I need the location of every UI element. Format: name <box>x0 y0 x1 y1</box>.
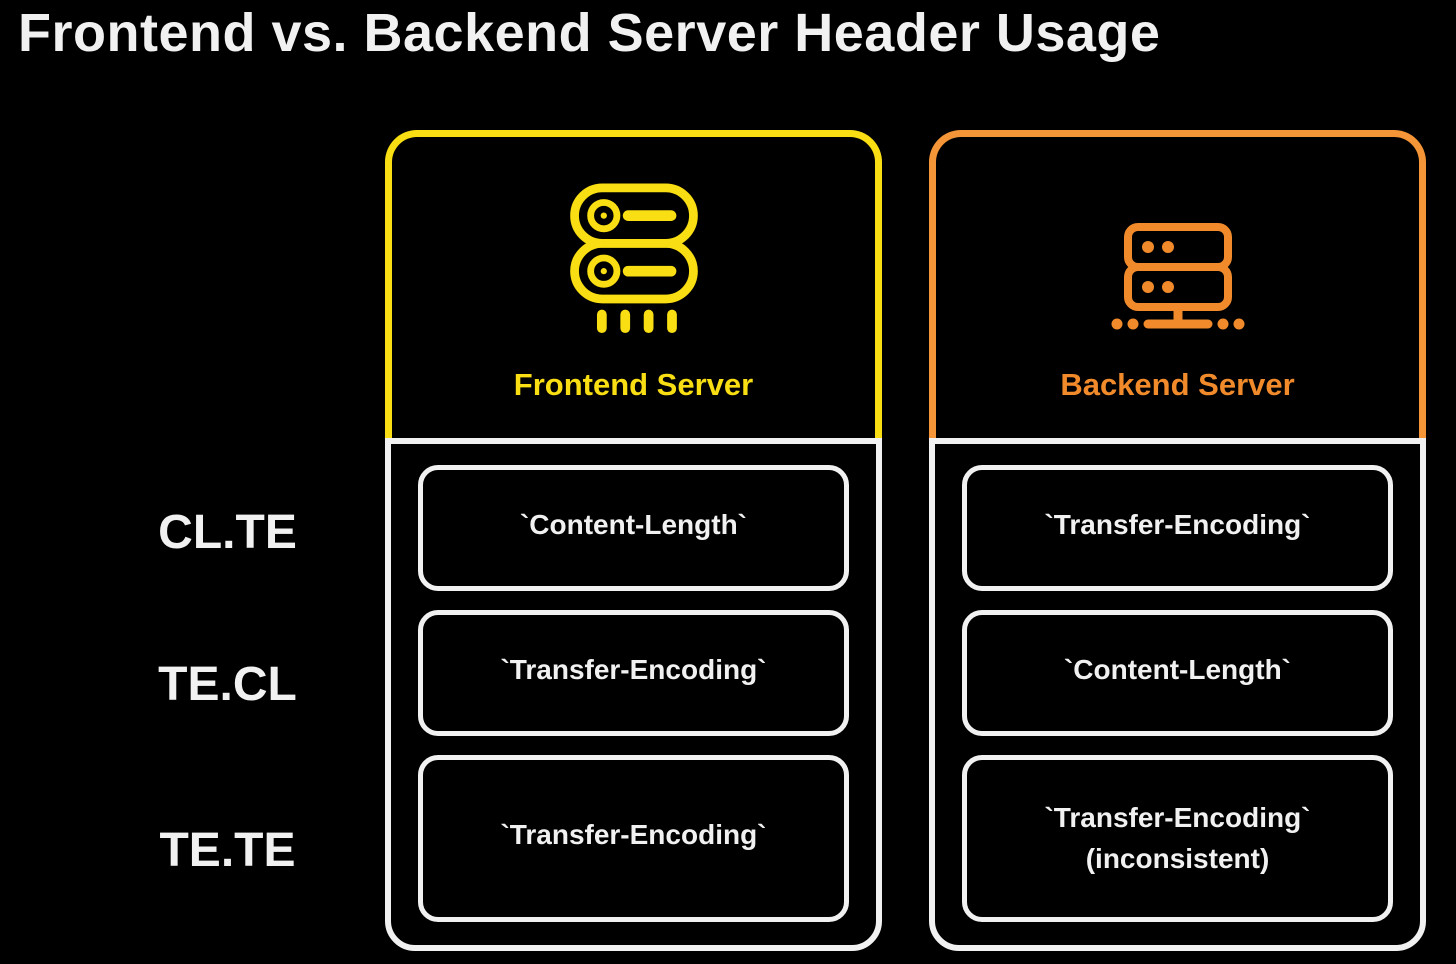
frontend-server-label: Frontend Server <box>513 367 754 402</box>
header-value: `Transfer-Encoding` <box>500 653 767 685</box>
backend-header-box-tecl: `Content-Length` <box>962 610 1393 736</box>
server-network-icon <box>1108 223 1248 335</box>
row-label-clte: CL.TE <box>158 506 297 559</box>
row-label-tecl: TE.CL <box>158 658 297 711</box>
header-value: `Transfer-Encoding` <box>1044 508 1311 540</box>
backend-server-card: Backend Server `Transfer-Encoding` `Cont… <box>929 130 1426 951</box>
backend-server-label: Backend Server <box>1060 367 1295 402</box>
backend-header-box-tete: `Transfer-Encoding` (inconsistent) <box>962 755 1393 922</box>
backend-card-header: Backend Server <box>929 130 1426 438</box>
frontend-header-box-tete: `Transfer-Encoding` <box>418 755 849 922</box>
header-value-line2: (inconsistent) <box>1085 843 1270 874</box>
frontend-server-card: Frontend Server `Content-Length` `Transf… <box>385 130 882 951</box>
header-value: `Content-Length` <box>519 508 748 540</box>
server-stack-icon <box>568 183 700 335</box>
frontend-card-header: Frontend Server <box>385 130 882 438</box>
header-value: `Transfer-Encoding` <box>500 819 767 851</box>
frontend-card-body: `Content-Length` `Transfer-Encoding` `Tr… <box>385 438 882 951</box>
frontend-header-box-tecl: `Transfer-Encoding` <box>418 610 849 736</box>
frontend-header-box-clte: `Content-Length` <box>418 465 849 591</box>
header-value: `Content-Length` <box>1063 653 1292 685</box>
page-title: Frontend vs. Backend Server Header Usage <box>18 3 1161 63</box>
backend-card-body: `Transfer-Encoding` `Content-Length` `Tr… <box>929 438 1426 951</box>
header-value: `Transfer-Encoding` <box>1044 802 1311 834</box>
backend-header-box-clte: `Transfer-Encoding` <box>962 465 1393 591</box>
row-label-tete: TE.TE <box>159 824 296 877</box>
